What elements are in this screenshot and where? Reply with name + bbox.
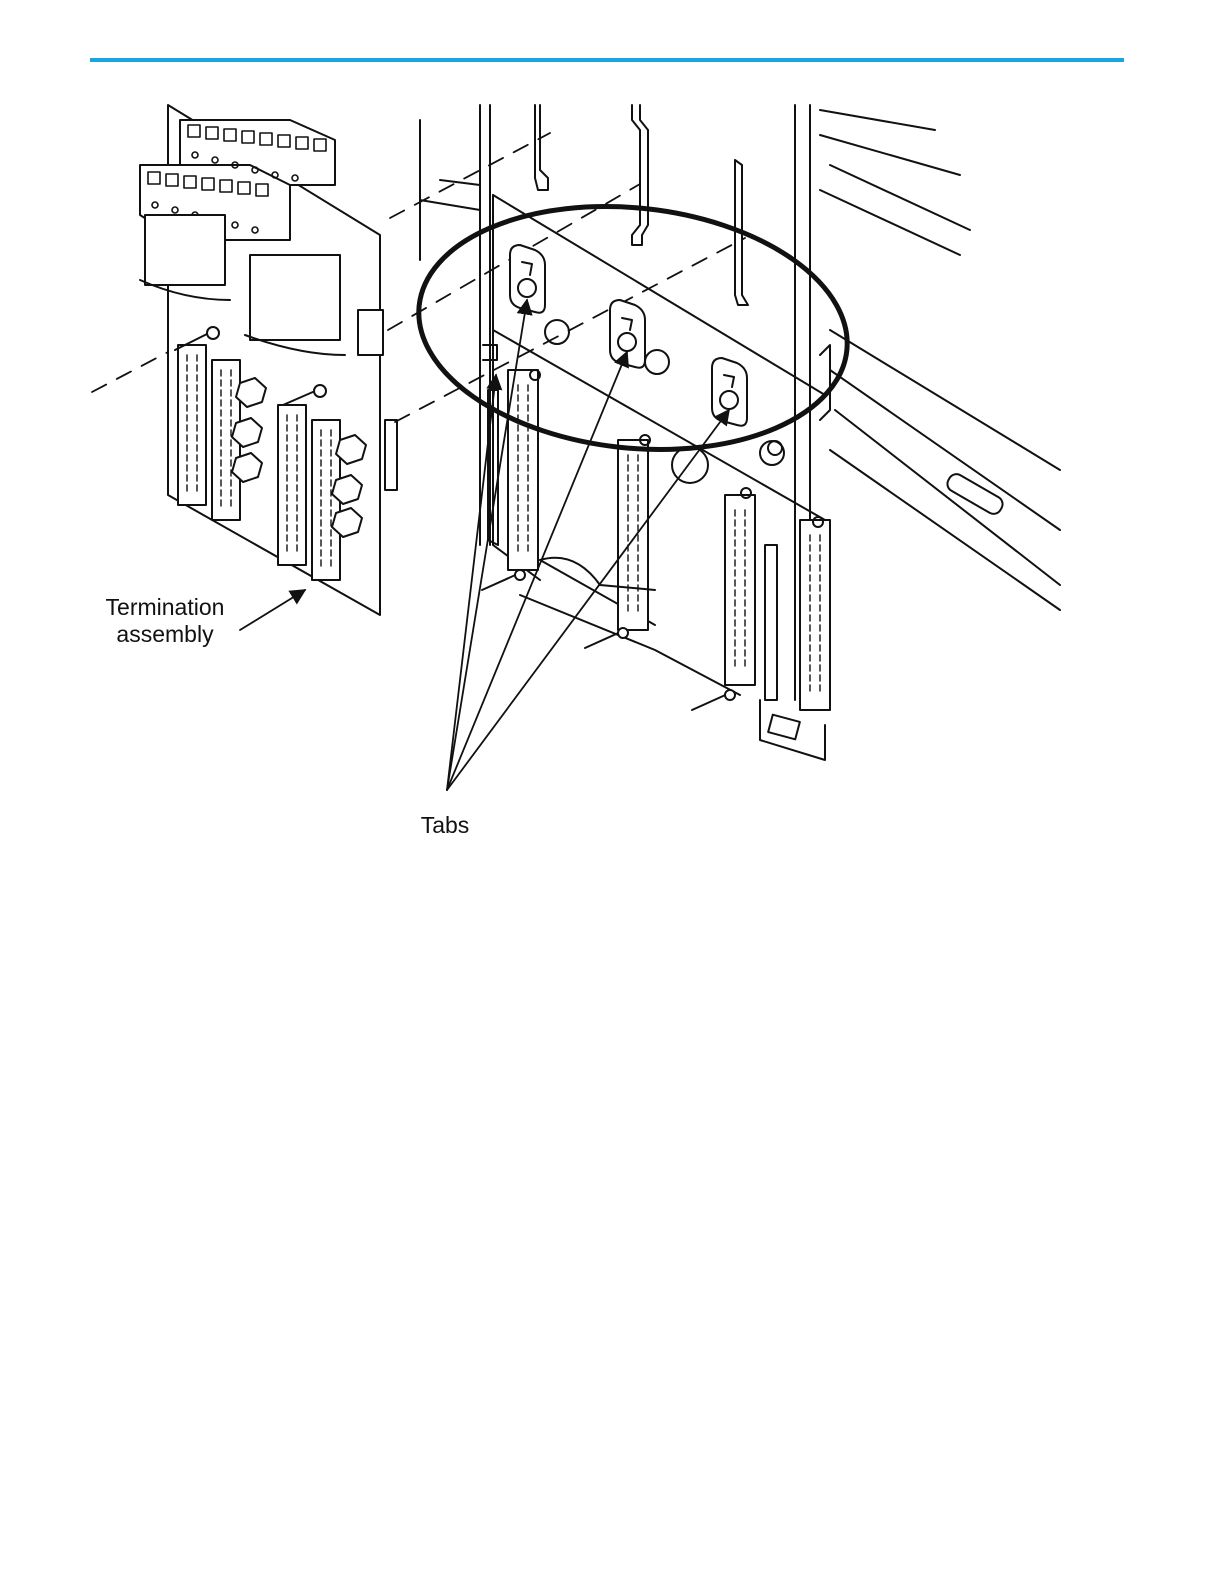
mounting-base xyxy=(480,105,830,760)
tabs-label: Tabs xyxy=(405,812,485,839)
termination-assembly xyxy=(140,105,397,615)
termination-label-line2: assembly xyxy=(80,621,250,648)
termination-assembly-label: Termination assembly xyxy=(80,594,250,648)
termination-label-line1: Termination xyxy=(80,594,250,621)
